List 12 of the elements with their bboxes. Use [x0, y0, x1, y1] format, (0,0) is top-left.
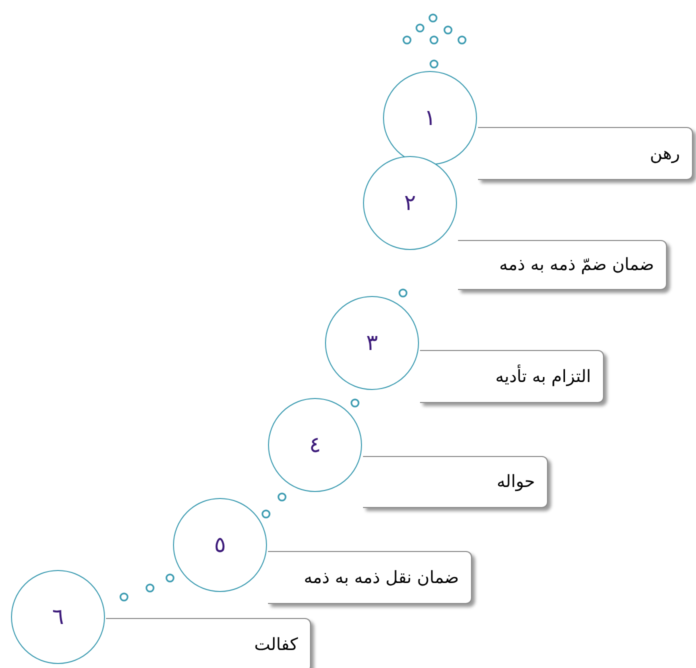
number-circle: ٥	[173, 498, 267, 592]
label-box: ضمان ضمّ ذمه به ذمه	[458, 240, 667, 290]
label-box: حواله	[363, 456, 548, 508]
label-box: کفالت	[106, 618, 311, 668]
number-circle: ٦	[11, 570, 105, 664]
label-box: التزام به تأدیه	[420, 350, 604, 403]
label-box: رهن	[478, 127, 693, 180]
label-box: ضمان نقل ذمه به ذمه	[268, 551, 472, 604]
number-circle: ٣	[325, 296, 419, 390]
number-circle: ٤	[268, 398, 362, 492]
number-circle: ٢	[363, 156, 457, 250]
number-circle: ١	[383, 71, 477, 165]
